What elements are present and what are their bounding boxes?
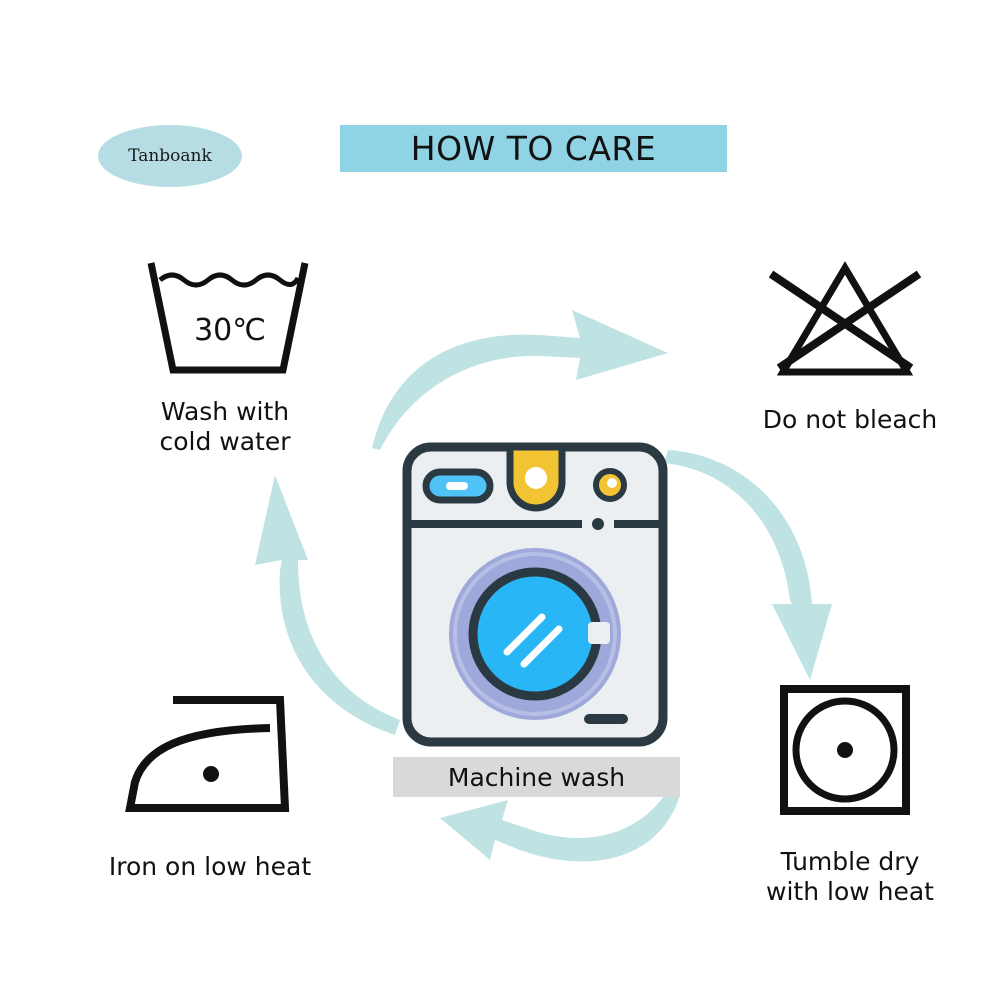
cycle-arrow-top xyxy=(372,310,668,450)
bleach-label: Do not bleach xyxy=(735,405,965,435)
iron-label: Iron on low heat xyxy=(80,852,340,882)
wash-label-line-1: Wash with xyxy=(160,397,290,426)
dry-label-line-2: with low heat xyxy=(766,877,934,906)
bleach-label-line-1: Do not bleach xyxy=(762,405,938,434)
iron-low-icon xyxy=(125,696,290,812)
machine-wash-label: Machine wash xyxy=(393,757,680,797)
cycle-arrow-left xyxy=(255,475,400,735)
wash-temperature: 30℃ xyxy=(194,313,266,348)
cycle-arrow-bottom xyxy=(440,790,680,862)
iron-label-line-1: Iron on low heat xyxy=(108,852,312,881)
machine-wash-text: Machine wash xyxy=(447,762,626,792)
brand-name: Tanboank xyxy=(128,146,212,166)
wash-label: Wash with cold water xyxy=(120,397,330,457)
wash-label-line-2: cold water xyxy=(159,427,291,456)
tumble-dry-low-icon xyxy=(780,685,910,815)
wash-30-icon: 30℃ xyxy=(147,262,309,374)
cycle-arrow-right xyxy=(664,450,832,680)
dry-label: Tumble dry with low heat xyxy=(735,847,965,907)
title-banner: HOW TO CARE xyxy=(340,125,727,172)
brand-badge: Tanboank xyxy=(98,125,242,187)
dry-label-line-1: Tumble dry xyxy=(780,847,920,876)
no-bleach-icon xyxy=(768,261,922,376)
washing-machine-icon xyxy=(402,442,668,747)
page-title: HOW TO CARE xyxy=(410,129,657,168)
drum-window xyxy=(468,567,602,701)
